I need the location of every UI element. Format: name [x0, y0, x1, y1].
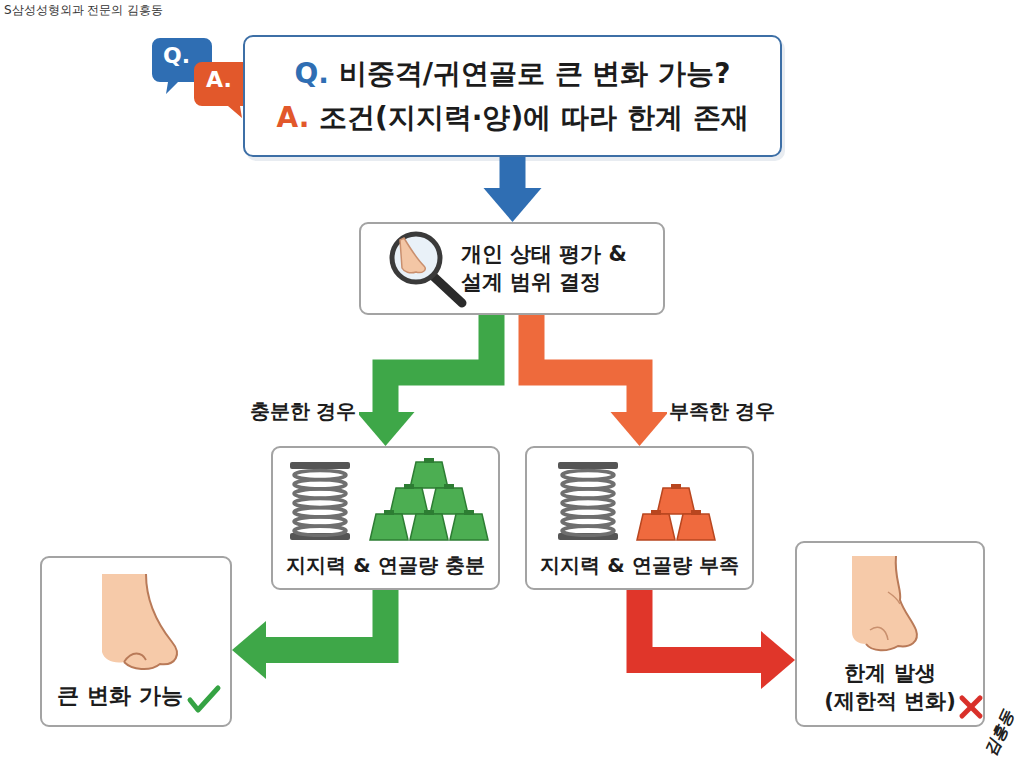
result-box: 한계 발생 (제한적 변화): [795, 541, 985, 727]
node-text: 개인 상태 평가 & 설계 범위 결정: [461, 241, 651, 296]
block-tab: [444, 484, 454, 489]
edge-label: 충분한 경우: [248, 398, 359, 425]
cartilage-block: [370, 514, 408, 540]
flow-line: [640, 590, 764, 660]
node-text: 지지력 & 연골량 충분: [286, 552, 484, 578]
watermark: S삼성성형외과 전문의 김흥동: [4, 2, 163, 19]
nose-illustration: [852, 556, 917, 650]
cartilage-block: [410, 514, 448, 540]
spring-plate: [290, 462, 350, 469]
magnifier-icon: [392, 234, 462, 303]
arrow-head: [357, 412, 415, 446]
flow-line: [386, 315, 492, 414]
arrow-head: [611, 412, 669, 446]
arrow-head: [761, 631, 795, 689]
cross-mark: [962, 698, 980, 716]
block-tab: [691, 510, 701, 515]
flow-line: [264, 590, 386, 650]
node-text: 지지력 & 연골량 부족: [540, 552, 738, 578]
check-mark: [190, 688, 218, 710]
cartilage-block: [390, 488, 428, 514]
spring-coil: [294, 526, 346, 535]
cartilage-block: [657, 488, 695, 514]
q-icon-text: Q.: [163, 43, 190, 68]
block-tab: [464, 510, 474, 515]
flow-arrow: [357, 315, 492, 446]
block-tab: [651, 510, 661, 515]
flow-arrow: [640, 590, 796, 689]
process-box: 개인 상태 평가 & 설계 범위 결정: [359, 222, 665, 315]
cartilage-blocks: [370, 458, 715, 540]
cartilage-block: [450, 514, 488, 540]
node-text: Q. 비중격/귀연골로 큰 변화 가능?: [295, 56, 731, 92]
cartilage-block: [410, 462, 448, 488]
block-tab: [424, 510, 434, 515]
cartilage-block: [677, 514, 715, 540]
flow-arrow: [532, 315, 669, 446]
condition-box: 지지력 & 연골량 충분: [271, 446, 500, 590]
block-tab: [404, 484, 414, 489]
qa-box: Q. 비중격/귀연골로 큰 변화 가능? A. 조건(지지력·양)에 따라 한계 …: [243, 35, 782, 157]
arrow-head: [484, 188, 542, 222]
arrow-head: [232, 621, 266, 679]
spring-plate: [558, 462, 618, 469]
flow-arrow: [232, 590, 386, 679]
edge-label: 부족한 경우: [667, 398, 778, 425]
flow-line: [500, 157, 526, 190]
nose-illustration: [102, 574, 177, 669]
qa-bubble-icon: [152, 38, 254, 118]
block-tab: [424, 458, 434, 463]
node-text: 큰 변화 가능: [57, 682, 182, 711]
signature: 김흥동: [980, 707, 1019, 759]
node-text: 한계 발생 (제한적 변화): [810, 660, 970, 715]
condition-box: 지지력 & 연골량 부족: [525, 446, 754, 590]
flow-arrow: [484, 157, 542, 222]
a-icon-text: A.: [206, 67, 232, 92]
spring-coil: [562, 526, 614, 535]
block-tab: [384, 510, 394, 515]
box-fill: [243, 35, 782, 157]
cartilage-block: [430, 488, 468, 514]
result-box: 큰 변화 가능: [40, 556, 232, 727]
block-tab: [671, 484, 681, 489]
flow-line: [532, 315, 640, 414]
spring-icons: [290, 462, 618, 540]
cartilage-block: [637, 514, 675, 540]
node-text: A. 조건(지지력·양)에 따라 한계 존재: [276, 100, 748, 136]
